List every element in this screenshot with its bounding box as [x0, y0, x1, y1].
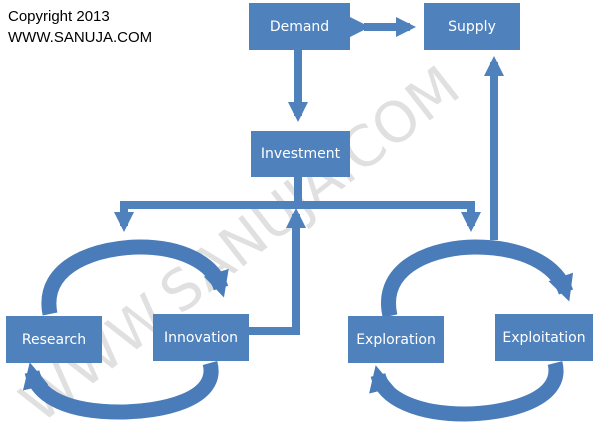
investment-node: Investment — [251, 131, 350, 177]
investment-label: Investment — [260, 146, 341, 162]
supply-label: Supply — [448, 18, 496, 35]
cycle-arc-bottom-right — [369, 361, 564, 422]
website-line: WWW.SANUJA.COM — [8, 29, 153, 46]
research-innovation-cycle — [22, 239, 229, 420]
supply-node: Supply — [424, 3, 520, 50]
exploitation-node: Exploitation — [495, 314, 593, 361]
exploration-node: Exploration — [348, 316, 444, 363]
cycle-arc-top-right — [381, 239, 574, 318]
copyright-line: Copyright 2013 — [8, 8, 110, 25]
cycle-arc-bottom-left — [22, 361, 219, 420]
demand-node: Demand — [249, 3, 350, 50]
exploration-label: Exploration — [356, 331, 436, 348]
demand-label: Demand — [269, 18, 330, 35]
copyright-notice: Copyright 2013 WWW.SANUJA.COM — [8, 6, 152, 48]
innovation-label: Innovation — [163, 329, 239, 346]
innovation-node: Innovation — [153, 314, 249, 361]
exploitation-label: Exploitation — [502, 329, 586, 346]
cycle-arc-top-left — [41, 239, 229, 316]
research-node: Research — [6, 316, 102, 363]
research-label: Research — [21, 331, 87, 348]
innovation-to-investment-arrow — [249, 208, 306, 335]
watermark: WWW.SANUJA.COM — [9, 54, 473, 430]
exploration-exploitation-cycle — [369, 239, 574, 422]
